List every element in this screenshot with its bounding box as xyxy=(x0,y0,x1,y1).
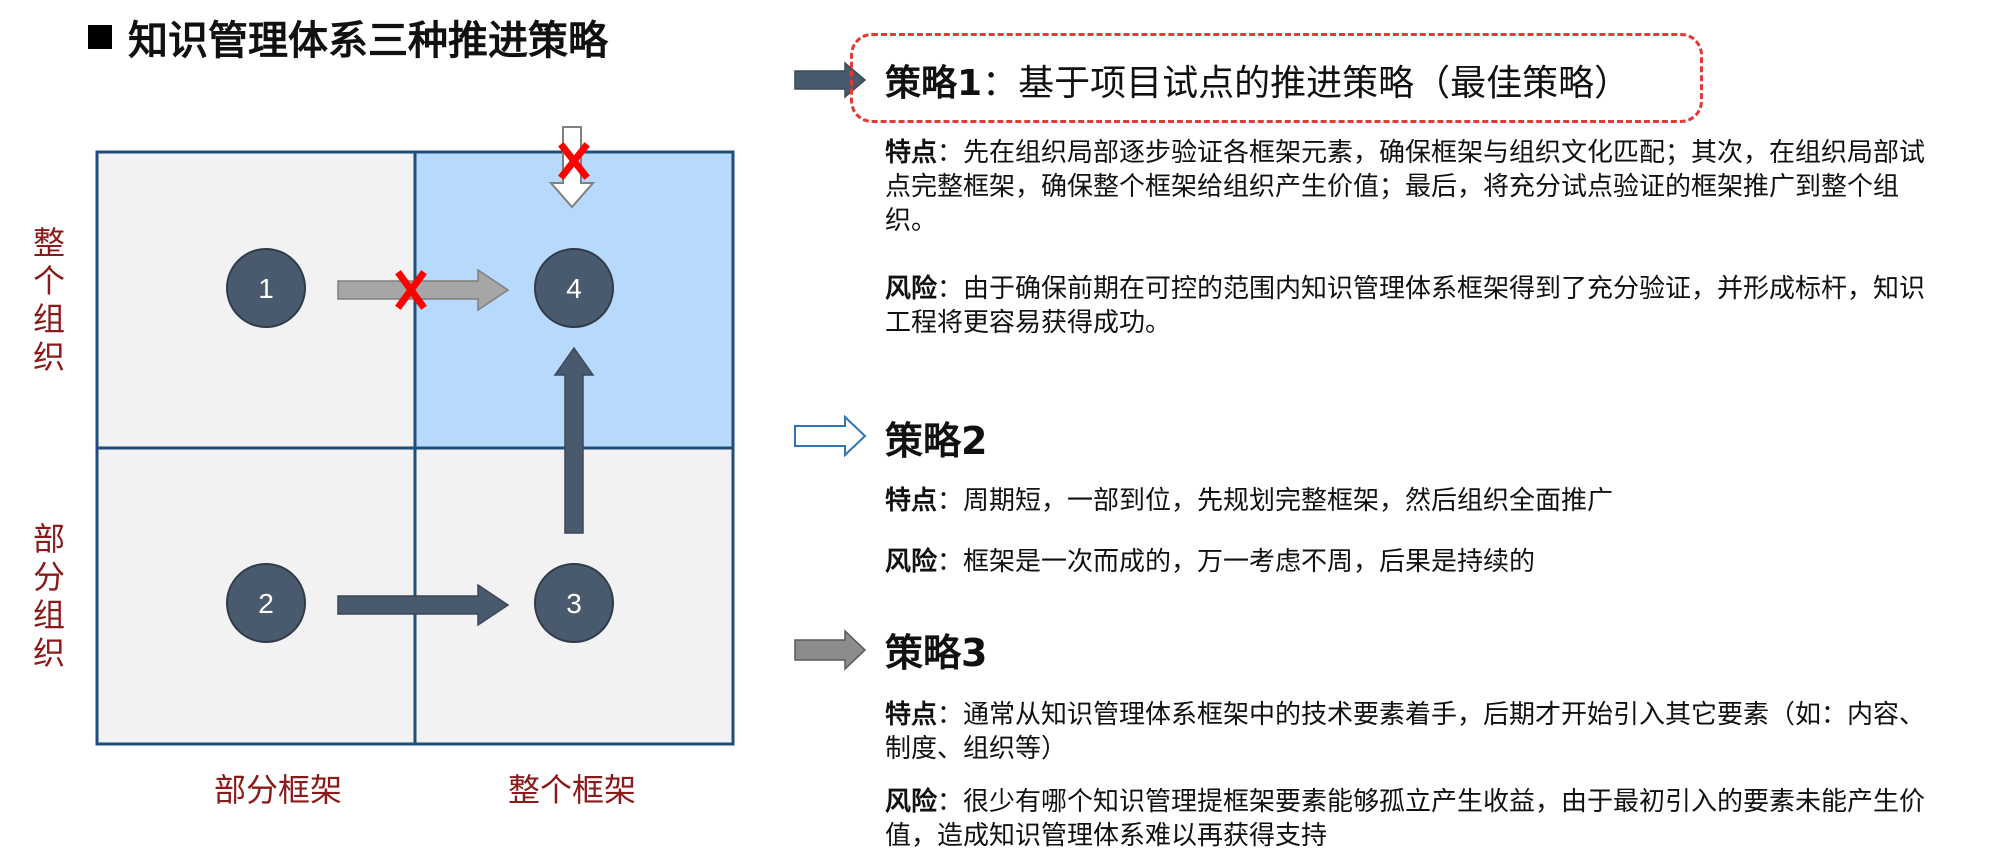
strategy-1-feature: 特点：先在组织局部逐步验证各框架元素，确保框架与组织文化匹配；其次，在组织局部试… xyxy=(885,136,1945,238)
node-2-label: 2 xyxy=(258,588,274,619)
strategy-2-arrow-icon xyxy=(794,414,867,458)
node-3 xyxy=(534,563,614,643)
strategy-1-title-rest: ：基于项目试点的推进策略（最佳策略） xyxy=(982,63,1631,104)
cross-icon xyxy=(558,142,590,180)
strategy-2-feature-text: ：周期短，一部到位，先规划完整框架，然后组织全面推广 xyxy=(937,486,1614,516)
strategy-2-feature: 特点：周期短，一部到位，先规划完整框架，然后组织全面推广 xyxy=(885,480,1613,517)
page-title-text: 知识管理体系三种推进策略 xyxy=(128,18,608,64)
node-1 xyxy=(226,248,306,328)
strategy-2-feature-label: 特点 xyxy=(885,486,938,516)
strategy-1-risk-text: ：由于确保前期在可控的范围内知识管理体系框架得到了充分验证，并形成标杆，知识工程… xyxy=(885,274,1926,338)
title-bullet-icon xyxy=(88,25,112,49)
node-1-label: 1 xyxy=(258,273,274,304)
strategy-3-risk-label: 风险 xyxy=(885,787,938,817)
node-4-label: 4 xyxy=(566,273,582,304)
strategy-1-risk-label: 风险 xyxy=(885,274,938,304)
strategy-1-title: 策略1：基于项目试点的推进策略（最佳策略） xyxy=(885,54,1630,106)
node-4 xyxy=(534,248,614,328)
strategy-3-feature-label: 特点 xyxy=(885,700,938,730)
node-2 xyxy=(226,563,306,643)
x-label-partial-framework: 部分框架 xyxy=(214,771,343,809)
strategy-1-risk: 风险：由于确保前期在可控的范围内知识管理体系框架得到了充分验证，并形成标杆，知识… xyxy=(885,272,1945,340)
strategy-1-highlight-box xyxy=(850,33,1703,123)
strategy-2-risk-label: 风险 xyxy=(885,547,938,577)
strategy-3-feature-text: ：通常从知识管理体系框架中的技术要素着手，后期才开始引入其它要素（如：内容、制度… xyxy=(885,700,1926,764)
arrow-3-to-4 xyxy=(553,346,595,534)
strategy-matrix-diagram: 1 4 2 3 xyxy=(95,126,735,746)
strategy-1-title-prefix: 策略1 xyxy=(885,63,983,104)
arrow-1-to-4 xyxy=(337,268,510,312)
strategy-2-title: 策略2 xyxy=(885,419,988,463)
strategy-2-risk: 风险：框架是一次而成的，万一考虑不周，后果是持续的 xyxy=(885,541,1535,578)
strategy-3-feature: 特点：通常从知识管理体系框架中的技术要素着手，后期才开始引入其它要素（如：内容、… xyxy=(885,698,1945,766)
strategy-3-arrow-icon xyxy=(794,629,867,671)
strategy-1-feature-text: ：先在组织局部逐步验证各框架元素，确保框架与组织文化匹配；其次，在组织局部试点完… xyxy=(885,138,1926,236)
strategy-1-feature-label: 特点 xyxy=(885,138,938,168)
strategy-3-risk: 风险：很少有哪个知识管理提框架要素能够孤立产生收益，由于最初引入的要素未能产生价… xyxy=(885,785,1945,853)
x-label-whole-framework: 整个框架 xyxy=(508,771,637,809)
y-label-whole-org: 整 个 组 织 xyxy=(32,224,65,376)
node-3-label: 3 xyxy=(566,588,582,619)
page-title: 知识管理体系三种推进策略 xyxy=(88,8,608,66)
strategy-1-arrow-icon xyxy=(794,61,867,99)
strategy-3-title: 策略3 xyxy=(885,631,988,675)
arrow-2-to-3 xyxy=(337,583,510,627)
strategy-2-risk-text: ：框架是一次而成的，万一考虑不周，后果是持续的 xyxy=(937,547,1536,577)
strategy-3-risk-text: ：很少有哪个知识管理提框架要素能够孤立产生收益，由于最初引入的要素未能产生价值，… xyxy=(885,787,1926,851)
cross-icon xyxy=(395,270,427,310)
y-label-partial-org: 部 分 组 织 xyxy=(32,520,65,672)
